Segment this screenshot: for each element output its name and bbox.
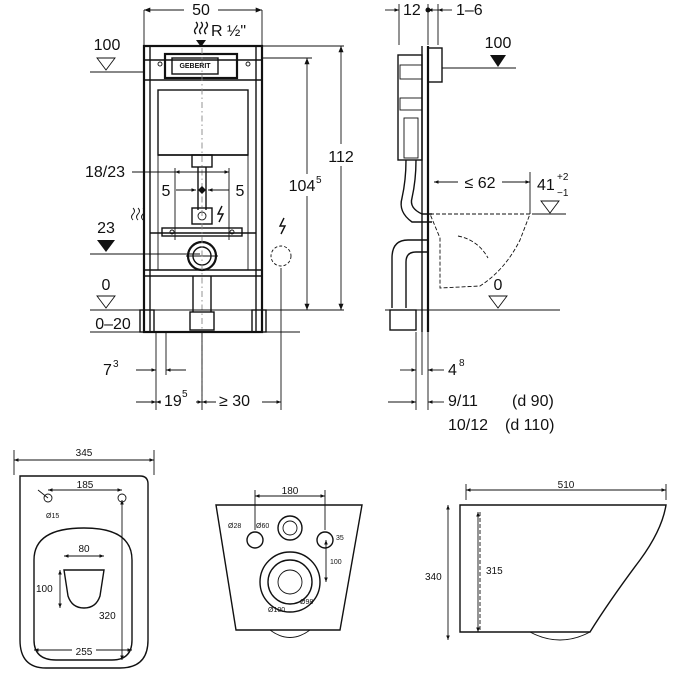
offset-left-label: 5 — [162, 183, 171, 200]
dia-100-label: Ø100 — [268, 607, 285, 614]
wc-side-view: 510 340 315 — [425, 480, 667, 641]
side-view: 12 1–6 100 ≤ 62 41 +2 −1 — [385, 2, 569, 434]
offset-right-label: 5 — [236, 183, 245, 200]
dim-19-label: 19 — [164, 393, 182, 410]
pipe-thread-label: R ½" — [211, 23, 246, 40]
bowl-depth-label: 100 — [36, 584, 53, 595]
cistern — [157, 89, 249, 156]
water-inlet-symbol — [193, 21, 209, 47]
bolt-spacing-label: 185 — [77, 480, 94, 491]
outlet-d110-label: (d 110) — [505, 417, 555, 434]
side-length-label: 510 — [558, 480, 575, 491]
svg-text:GEBERIT: GEBERIT — [179, 63, 211, 70]
wc-back-outline — [215, 504, 363, 631]
bowl-length-label: 320 — [99, 611, 116, 622]
dim-19-sup: 5 — [182, 389, 188, 400]
height-104-label: 104 — [289, 178, 316, 195]
dia-98-label: Ø98 — [300, 599, 313, 606]
dim-4-sup: 8 — [459, 358, 465, 369]
level-23-label: 23 — [97, 220, 115, 237]
outlet-9-11-label: 9/11 — [448, 393, 478, 410]
reach-label: ≤ 62 — [464, 175, 495, 192]
range-0-20-label: 0–20 — [95, 316, 131, 333]
front-view: 50 R ½" GEBERIT — [85, 0, 354, 410]
dim-7-sup: 3 — [113, 359, 119, 370]
flush-bend-label: 18/23 — [85, 164, 125, 181]
wc-top-view: 345 185 Ø15 80 100 320 255 — [13, 448, 155, 669]
top-width-label: 345 — [76, 448, 93, 459]
electrical-socket — [270, 245, 292, 267]
back-bolt-spacing-label: 180 — [282, 486, 299, 497]
wc-side-outline — [459, 504, 667, 633]
dim-35-label: 35 — [336, 535, 344, 542]
side-height-inner-label: 315 — [486, 566, 503, 577]
dim-4-label: 4 — [448, 362, 457, 379]
outlet-d90-label: (d 90) — [512, 393, 554, 410]
dim-min30-label: ≥ 30 — [219, 393, 250, 410]
flush-plate — [163, 52, 239, 80]
side-level-100-label: 100 — [485, 35, 512, 52]
dia-28-label: Ø28 — [228, 523, 241, 530]
side-height-label: 340 — [425, 572, 442, 583]
height-41-label: 41 — [537, 177, 555, 194]
wc-pan-outline — [429, 213, 531, 289]
level-0-label: 0 — [102, 277, 111, 294]
bowl-width-label: 80 — [78, 544, 90, 555]
bolt-dia-label: Ø15 — [46, 513, 59, 520]
dim-100-label: 100 — [330, 559, 342, 566]
wc-top-outline — [19, 475, 149, 669]
height-112-label: 112 — [328, 149, 354, 166]
level-100-label: 100 — [94, 37, 121, 54]
outlet-10-12-label: 10/12 — [448, 417, 488, 434]
depth-12-label: 12 — [403, 2, 421, 19]
height-41-plus: +2 — [557, 172, 569, 183]
height-104-sup: 5 — [316, 175, 322, 186]
wc-back-view: 180 Ø28 Ø60 35 100 Ø100 Ø98 — [215, 486, 363, 638]
dim-7-label: 7 — [103, 362, 112, 379]
height-41-minus: −1 — [557, 188, 569, 199]
bowl-back-label: 255 — [76, 647, 93, 658]
dim-width-50: 50 — [192, 2, 210, 19]
depth-1-6-label: 1–6 — [456, 2, 483, 19]
side-level-0-label: 0 — [494, 277, 503, 294]
dia-60-label: Ø60 — [256, 523, 269, 530]
